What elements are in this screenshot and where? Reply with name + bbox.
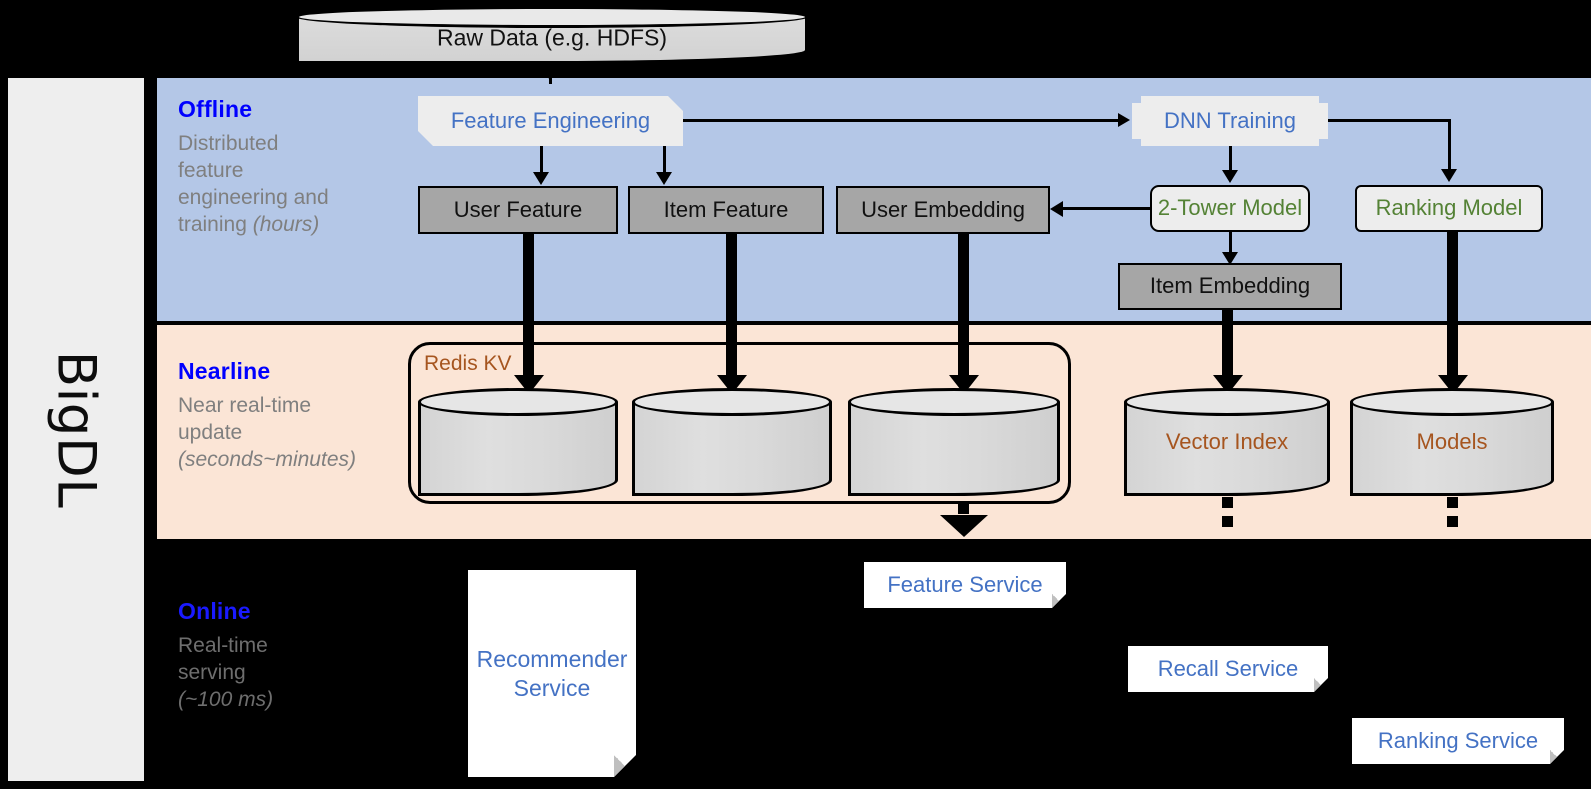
connector-models-ranking-seg2 bbox=[1447, 516, 1458, 527]
models-store[interactable]: Models bbox=[1350, 388, 1554, 496]
dnn-training-label: DNN Training bbox=[1163, 107, 1297, 133]
two-tower-model-node[interactable]: 2-Tower Model bbox=[1150, 185, 1310, 232]
connector-fe-itemfeature bbox=[663, 146, 666, 174]
cylinder-top bbox=[848, 388, 1060, 416]
connector-fe-dnn bbox=[683, 119, 1119, 122]
bigdl-sidebar: BigDL bbox=[8, 78, 144, 781]
recall-service-label: Recall Service bbox=[1157, 656, 1299, 682]
connector-itemembedding-vectorindex bbox=[1222, 308, 1233, 382]
arrowhead-twotower-userembedding bbox=[1050, 201, 1063, 217]
bigdl-label: BigDL bbox=[45, 350, 107, 509]
cylinder-body bbox=[632, 402, 832, 496]
offline-desc-line2: feature bbox=[178, 158, 244, 182]
online-description: Real-time serving (~100 ms) bbox=[178, 633, 393, 714]
arrowhead-dnn-twotower bbox=[1222, 170, 1238, 183]
raw-data-store: Raw Data (e.g. HDFS) bbox=[296, 6, 808, 64]
arrowhead-redis-featureservice bbox=[940, 515, 988, 537]
nearline-caption: Nearline Near real-time update (seconds~… bbox=[178, 358, 408, 474]
item-feature-node[interactable]: Item Feature bbox=[628, 186, 824, 234]
connector-itemfeature-store bbox=[726, 232, 737, 382]
arrowhead-dnn-ranking bbox=[1441, 169, 1457, 182]
ranking-model-node[interactable]: Ranking Model bbox=[1355, 185, 1543, 232]
cylinder-top bbox=[632, 388, 832, 416]
offline-desc-line3: engineering and bbox=[178, 185, 329, 209]
redis-kv-label: Redis KV bbox=[424, 352, 512, 375]
recommender-service-line2: Service bbox=[513, 674, 591, 701]
arrowhead-twotower-itemembedding bbox=[1222, 252, 1238, 265]
online-desc-line3: (~100 ms) bbox=[178, 687, 274, 711]
connector-rankingmodel-models bbox=[1447, 230, 1458, 382]
connector-userembedding-store bbox=[958, 232, 969, 382]
connector-twotower-userembedding bbox=[1058, 207, 1152, 210]
online-title: Online bbox=[178, 598, 251, 624]
cylinder-body bbox=[1124, 402, 1330, 496]
nearline-desc-line2: update bbox=[178, 420, 243, 444]
connector-dnn-twotower bbox=[1229, 146, 1232, 171]
user-feature-store[interactable] bbox=[418, 388, 618, 496]
nearline-description: Near real-time update (seconds~minutes) bbox=[178, 393, 408, 474]
item-feature-label: Item Feature bbox=[663, 196, 789, 222]
offline-desc-line1: Distributed bbox=[178, 132, 279, 155]
arrowhead-fe-itemfeature bbox=[656, 172, 672, 185]
user-feature-node[interactable]: User Feature bbox=[418, 186, 618, 234]
cylinder-body bbox=[848, 402, 1060, 496]
connector-twotower-itemembedding bbox=[1229, 232, 1232, 254]
ranking-service-card[interactable]: Ranking Service bbox=[1352, 718, 1564, 764]
user-embedding-node[interactable]: User Embedding bbox=[836, 186, 1050, 234]
offline-description: Distributed feature engineering and trai… bbox=[178, 131, 393, 239]
cylinder-top bbox=[1124, 388, 1330, 416]
user-embedding-label: User Embedding bbox=[861, 196, 1025, 222]
feature-service-label: Feature Service bbox=[887, 572, 1043, 598]
online-desc-line1: Real-time bbox=[178, 634, 268, 657]
connector-models-ranking-seg1 bbox=[1447, 497, 1458, 508]
feature-service-card[interactable]: Feature Service bbox=[864, 562, 1066, 608]
vector-index-label: Vector Index bbox=[1165, 429, 1289, 454]
offline-caption: Offline Distributed feature engineering … bbox=[178, 96, 393, 239]
connector-vectorindex-recall-seg2 bbox=[1222, 516, 1233, 527]
arrowhead-fe-dnn bbox=[1118, 113, 1130, 127]
item-embedding-label: Item Embedding bbox=[1149, 273, 1311, 299]
connector-dnn-ranking-v bbox=[1448, 119, 1451, 171]
online-caption: Online Real-time serving (~100 ms) bbox=[178, 598, 393, 714]
cylinder-body bbox=[418, 402, 618, 496]
cylinder-top bbox=[296, 6, 808, 28]
redis-kv-container bbox=[408, 342, 1071, 504]
recall-service-card[interactable]: Recall Service bbox=[1128, 646, 1328, 692]
models-label: Models bbox=[1416, 429, 1488, 454]
connector-redis-featureservice-seg bbox=[958, 503, 969, 514]
ranking-service-label: Ranking Service bbox=[1377, 728, 1539, 754]
connector-userfeature-store bbox=[523, 232, 534, 382]
two-tower-model-label: 2-Tower Model bbox=[1157, 195, 1303, 221]
connector-dnn-ranking-h bbox=[1328, 119, 1451, 122]
nearline-desc-line3: (seconds~minutes) bbox=[178, 447, 356, 471]
item-feature-store[interactable] bbox=[632, 388, 832, 496]
recommender-service-label: Recommender Service bbox=[477, 645, 628, 703]
cylinder-top bbox=[1350, 388, 1554, 416]
feature-engineering-node[interactable]: Feature Engineering bbox=[418, 96, 683, 146]
offline-desc-hours: (hours) bbox=[252, 212, 320, 236]
feature-engineering-label: Feature Engineering bbox=[450, 107, 651, 133]
raw-data-label: Raw Data (e.g. HDFS) bbox=[436, 24, 668, 51]
recommender-service-card[interactable]: Recommender Service bbox=[468, 570, 636, 777]
offline-title: Offline bbox=[178, 96, 253, 122]
dnn-training-node[interactable]: DNN Training bbox=[1132, 96, 1328, 146]
offline-desc-line4: training bbox=[178, 212, 253, 236]
vector-index-store[interactable]: Vector Index bbox=[1124, 388, 1330, 496]
ranking-model-label: Ranking Model bbox=[1375, 195, 1523, 221]
user-feature-label: User Feature bbox=[453, 196, 583, 222]
item-embedding-node[interactable]: Item Embedding bbox=[1118, 263, 1342, 310]
cylinder-top bbox=[418, 388, 618, 416]
nearline-desc-line1: Near real-time bbox=[178, 394, 312, 417]
recommender-service-line1: Recommender bbox=[476, 645, 628, 672]
user-embedding-store[interactable] bbox=[848, 388, 1060, 496]
nearline-title: Nearline bbox=[178, 358, 271, 384]
arrowhead-rawdata-fe bbox=[536, 62, 564, 80]
connector-vectorindex-recall-seg1 bbox=[1222, 497, 1233, 508]
connector-fe-userfeature bbox=[540, 146, 543, 174]
cylinder-body bbox=[1350, 402, 1554, 496]
online-desc-line2: serving bbox=[178, 660, 246, 684]
arrowhead-fe-userfeature bbox=[533, 172, 549, 185]
